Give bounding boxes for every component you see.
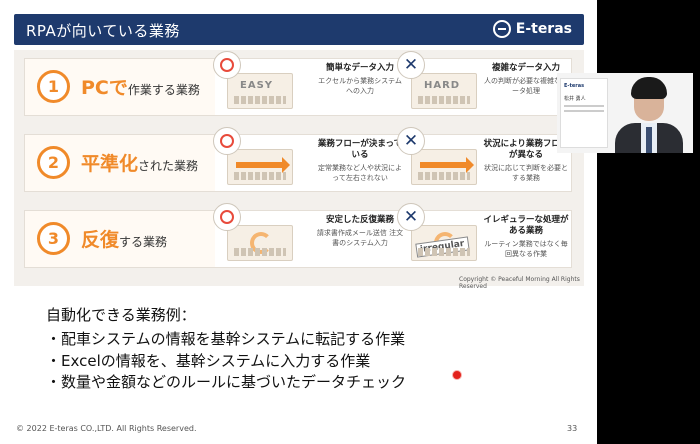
ng-heading: 複雑なデータ入力	[491, 63, 560, 73]
ng-panel: irregular ✕	[397, 203, 491, 267]
keys-decoration	[234, 248, 286, 256]
ok-feature: 業務フローが決まっている 定常業務など人や状況によって左右されない	[315, 139, 405, 183]
row-label: PCで作業する業務	[81, 73, 200, 100]
examples-list: 自動化できる業務例： 配車システムの情報を基幹システムに転記する作業 Excel…	[46, 304, 406, 394]
pointer-dot-icon	[452, 370, 462, 380]
keyboard-icon	[227, 149, 293, 185]
ng-feature: 複雑なデータ入力 人の判断が必要な複雑なデータ処理	[481, 63, 571, 96]
ok-panel: EASY	[213, 51, 307, 115]
ok-heading: 業務フローが決まっている	[317, 139, 403, 160]
row-label: 反復する業務	[81, 225, 167, 252]
slide-copyright: Copyright © Peaceful Morning All Rights …	[459, 276, 580, 290]
slide-stage: RPAが向いている業務 E-teras 1 PCで作業する業務 EASY 簡単な…	[0, 0, 597, 444]
rpa-row-2: 2 平準化された業務 業務フローが決まっている 定常業務など人や状況によって左右…	[24, 127, 572, 192]
mini-logo: E-teras	[564, 83, 585, 89]
ng-heading: 状況により業務フローが異なる	[483, 139, 569, 160]
ok-heading: 簡単なデータ入力	[325, 63, 394, 73]
eteras-logo-text: E-teras	[515, 21, 572, 37]
row-label-rest: された業務	[138, 159, 199, 173]
ng-feature: イレギュラーな処理がある業務 ルーティン業務ではなく毎回異なる作業	[481, 215, 571, 259]
ok-panel	[213, 127, 307, 191]
cross-ng-icon: ✕	[397, 203, 425, 231]
example-item: Excelの情報を、基幹システムに入力する作業	[46, 351, 406, 373]
example-item: 配車システムの情報を基幹システムに転記する作業	[46, 329, 406, 351]
ok-tag: EASY	[240, 80, 274, 91]
keyboard-icon: irregular	[411, 225, 477, 261]
mini-slide-thumbnail: E-teras 松井 勇人	[560, 78, 608, 148]
slide-title: RPAが向いている業務	[26, 22, 180, 40]
ok-description: 定常業務など人や状況によって左右されない	[318, 164, 402, 182]
arrow-icon	[420, 157, 474, 173]
row-label-rest: する業務	[119, 235, 168, 249]
mini-line	[564, 110, 604, 112]
keys-decoration	[234, 172, 286, 180]
presenter-hair	[631, 77, 667, 99]
mini-line	[564, 105, 604, 107]
rpa-row-3: 3 反復する業務 安定した反復業務 請求書作成メール送信 注文書のシステム入力 …	[24, 203, 572, 268]
circle-ok-icon	[213, 51, 241, 79]
ng-heading: イレギュラーな処理がある業務	[483, 215, 569, 236]
ok-description: 請求書作成メール送信 注文書のシステム入力	[316, 229, 404, 247]
row-label-emphasis: PCで	[81, 77, 128, 99]
circle-ok-icon	[213, 127, 241, 155]
rpa-table: 1 PCで作業する業務 EASY 簡単なデータ入力 エクセルから業務システムへの…	[14, 50, 584, 286]
row-label-rest: 作業する業務	[127, 83, 200, 97]
row-label-emphasis: 反復	[81, 229, 120, 251]
keys-decoration	[418, 248, 470, 256]
presenter-tie	[646, 127, 652, 153]
circle-ok-icon	[213, 203, 241, 231]
ng-panel: HARD ✕	[397, 51, 491, 115]
right-dark-area	[597, 0, 700, 444]
eteras-logo: E-teras	[492, 20, 572, 38]
ng-description: ルーティン業務ではなく毎回異なる作業	[484, 240, 568, 258]
ng-panel: ✕	[397, 127, 491, 191]
row-number: 3	[37, 222, 70, 255]
row-label-emphasis: 平準化	[81, 153, 139, 175]
row-number: 1	[37, 70, 70, 103]
footer-copyright: © 2022 E-teras CO.,LTD. All Rights Reser…	[16, 424, 197, 433]
eteras-logo-icon	[492, 20, 511, 38]
arrow-icon	[236, 157, 290, 173]
ng-description: 人の判断が必要な複雑なデータ処理	[484, 77, 568, 95]
example-item: 数量や金額などのルールに基づいたデータチェック	[46, 372, 406, 394]
ng-description: 状況に応じて判断を必要とする業務	[484, 164, 568, 182]
slide-titlebar: RPAが向いている業務 E-teras	[14, 14, 584, 45]
ok-description: エクセルから業務システムへの入力	[318, 77, 402, 95]
ng-feature: 状況により業務フローが異なる 状況に応じて判断を必要とする業務	[481, 139, 571, 183]
cross-ng-icon: ✕	[397, 127, 425, 155]
ok-heading: 安定した反復業務	[325, 215, 394, 225]
examples-title: 自動化できる業務例：	[46, 306, 196, 324]
ng-tag: HARD	[424, 80, 461, 91]
rpa-row-1: 1 PCで作業する業務 EASY 簡単なデータ入力 エクセルから業務システムへの…	[24, 51, 572, 116]
keys-decoration	[418, 172, 470, 180]
page-number: 33	[567, 424, 578, 433]
presenter-video	[605, 73, 693, 153]
keyboard-icon: HARD	[411, 73, 477, 109]
keyboard-icon	[411, 149, 477, 185]
ok-feature: 簡単なデータ入力 エクセルから業務システムへの入力	[315, 63, 405, 96]
keys-decoration	[234, 96, 286, 104]
row-number: 2	[37, 146, 70, 179]
webcam-overlay[interactable]: E-teras 松井 勇人	[557, 73, 693, 153]
mini-name: 松井 勇人	[564, 96, 586, 102]
ok-feature: 安定した反復業務 請求書作成メール送信 注文書のシステム入力	[315, 215, 405, 248]
cross-ng-icon: ✕	[397, 51, 425, 79]
row-label: 平準化された業務	[81, 149, 198, 176]
ok-panel	[213, 203, 307, 267]
keyboard-icon: EASY	[227, 73, 293, 109]
keyboard-icon	[227, 225, 293, 261]
keys-decoration	[418, 96, 470, 104]
